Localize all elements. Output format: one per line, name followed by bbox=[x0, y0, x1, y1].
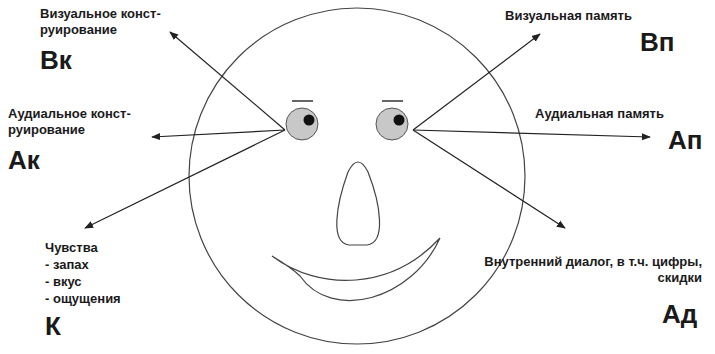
channel-label: Аудиальная память bbox=[535, 106, 664, 122]
mouth bbox=[272, 238, 440, 301]
channel-code: К bbox=[45, 312, 61, 341]
eyebrow bbox=[382, 100, 403, 102]
pointer-arrow bbox=[170, 32, 285, 130]
eye bbox=[286, 108, 318, 140]
channel-label: Чувства bbox=[45, 240, 98, 256]
channel-code: Ап bbox=[668, 126, 702, 155]
pointer-arrow bbox=[152, 130, 285, 137]
pointer-arrow bbox=[85, 130, 285, 228]
nose bbox=[337, 162, 380, 245]
pointer-arrow bbox=[413, 34, 540, 130]
list-item: - ощущения bbox=[45, 291, 121, 307]
channel-code: Ад bbox=[662, 300, 697, 329]
channel-code: Ак bbox=[8, 146, 40, 175]
pointer-arrow bbox=[413, 130, 650, 137]
face-outline bbox=[189, 8, 525, 344]
pupil bbox=[394, 115, 405, 126]
channel-label: Визуальная память bbox=[505, 8, 632, 24]
channel-code: Вп bbox=[640, 28, 674, 57]
channel-label: Аудиальное конст- руирование bbox=[8, 106, 148, 137]
eye bbox=[376, 108, 408, 140]
list-item: - запах bbox=[45, 257, 89, 273]
channel-label: Визуальное конст- руирование bbox=[40, 6, 180, 37]
pupil bbox=[304, 115, 315, 126]
eyebrow bbox=[292, 100, 313, 102]
pointer-arrow bbox=[413, 130, 565, 228]
channel-label: Внутренний диалог, в т.ч. цифры, скидки bbox=[470, 254, 702, 285]
channel-code: Вк bbox=[40, 46, 72, 75]
list-item: - вкус bbox=[45, 274, 82, 290]
